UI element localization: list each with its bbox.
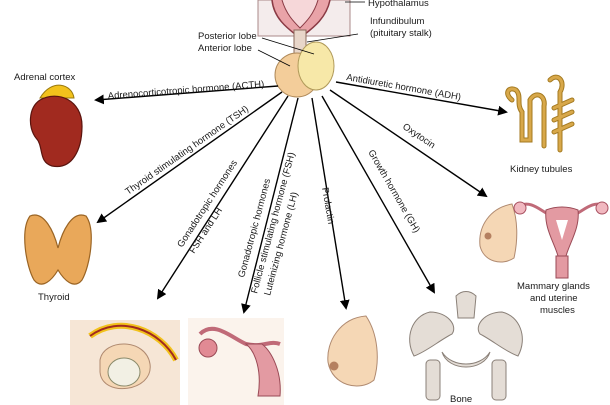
testis-illustration	[70, 320, 180, 405]
posterior-lobe-label: Posterior lobe	[198, 31, 257, 42]
gonadotropic-female-arrow	[241, 97, 299, 314]
acth-label: Adrenocorticotropic hormone (ACTH)	[107, 79, 264, 102]
pituitary-gland-illustration	[257, 0, 351, 98]
thyroid-illustration	[24, 214, 92, 285]
pelvis-bone-illustration	[409, 291, 523, 401]
tsh-arrow	[96, 91, 283, 224]
thyroid-label: Thyroid	[38, 292, 70, 303]
adrenal-cortex-label: Adrenal cortex	[14, 72, 76, 83]
kidney-tubules-label: Kidney tubules	[510, 164, 573, 175]
kidney-tubules-illustration	[505, 74, 575, 153]
anterior-lobe-label: Anterior lobe	[198, 43, 252, 54]
breast-illustration-center	[327, 315, 378, 387]
mammary-label-line3: muscles	[540, 305, 575, 316]
hypothalamus-label: Hypothalamus	[368, 0, 429, 9]
posterior-lobe-leader	[261, 37, 315, 55]
mammary-label-line1: Mammary glands	[517, 281, 590, 292]
adh-label: Antidiuretic hormone (ADH)	[345, 72, 461, 103]
anterior-lobe-leader	[257, 49, 291, 67]
gonadotropic-fsh-lh-arrow	[156, 95, 289, 300]
infundibulum-sub-label: (pituitary stalk)	[370, 28, 432, 39]
breast-illustration-right	[479, 203, 518, 263]
uterus-illustration-right	[513, 201, 609, 279]
acth-arrow	[94, 85, 279, 105]
prolactin-arrow	[311, 97, 350, 310]
bone-label: Bone	[450, 394, 472, 405]
growth-hormone-arrow	[321, 95, 435, 294]
infundibulum-leader	[306, 33, 359, 43]
mammary-label-line2: and uterine	[530, 293, 578, 304]
prolactin-label: Prolactin	[319, 187, 336, 225]
kidney-adrenal-illustration	[29, 84, 83, 168]
adh-arrow	[335, 81, 508, 116]
infundibulum-label: Infundibulum	[370, 16, 424, 27]
oxytocin-arrow	[329, 89, 488, 198]
ovary-illustration	[188, 318, 284, 405]
oxytocin-label: Oxytocin	[400, 121, 437, 151]
